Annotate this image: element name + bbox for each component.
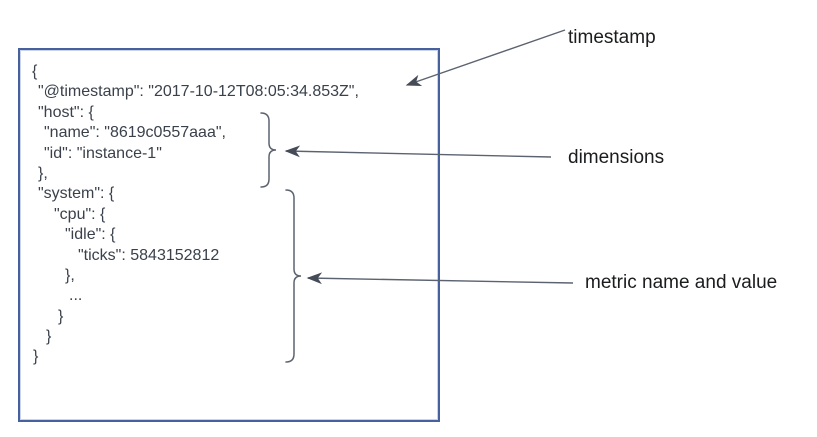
- code-line: }: [46, 328, 52, 346]
- json-document-box: { "@timestamp": "2017-10-12T08:05:34.853…: [18, 48, 440, 422]
- code-line: {: [32, 63, 38, 80]
- code-line-idle: "idle": {: [65, 226, 116, 244]
- timestamp-label: timestamp: [568, 27, 656, 48]
- code-line: }: [58, 307, 64, 325]
- code-line-cpu: "cpu": {: [54, 205, 106, 223]
- code-line: },: [38, 164, 48, 182]
- code-line: },: [65, 266, 75, 284]
- code-line-host: "host": {: [38, 103, 94, 121]
- metric-name-and-value-label: metric name and value: [585, 272, 778, 293]
- dimensions-label: dimensions: [568, 147, 665, 168]
- code-line: }: [33, 348, 39, 366]
- code-line-system: "system": {: [38, 185, 115, 203]
- code-line-host-name: "name": "8619c0557aaa",: [44, 124, 226, 142]
- code-line-ticks: "ticks": 5843152812: [78, 246, 220, 264]
- code-line-ellipsis: ...: [69, 287, 83, 305]
- code-line-timestamp: "@timestamp": "2017-10-12T08:05:34.853Z"…: [38, 83, 359, 101]
- code-line-host-id: "id": "instance-1": [44, 144, 162, 162]
- code-block: { "@timestamp": "2017-10-12T08:05:34.853…: [20, 50, 438, 368]
